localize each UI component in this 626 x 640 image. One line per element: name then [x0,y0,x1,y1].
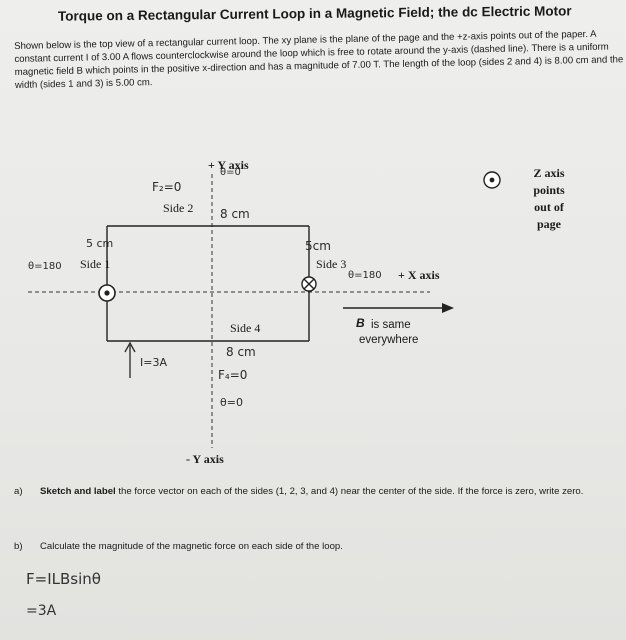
b-symbol: B [356,316,365,330]
hand-len-bottom: 8 cm [226,345,256,359]
hand-theta-right: θ=180 [348,270,382,281]
question-b-text: Calculate the magnitude of the magnetic … [40,541,343,552]
side2-label: Side 2 [163,201,194,215]
y-axis-bottom-label: - Y axis [186,452,224,466]
answer-line2: =3A [26,603,57,619]
hand-theta-bottom: θ=0 [220,396,243,409]
b-field-note-text: is same everywhere [359,319,419,346]
hand-width-left: 5 cm [86,237,114,250]
x-axis-label: + X axis [398,268,440,282]
side4-label: Side 4 [230,321,261,335]
answer-formula: F=ILBsinθ [26,570,101,588]
question-a-text: the force vector on each of the sides (1… [115,486,584,497]
hand-len-top: 8 cm [220,207,250,221]
hand-f4: F₄=0 [218,368,248,382]
question-b-letter: b) [14,541,23,552]
hand-theta-top: θ=0 [220,167,241,178]
question-a-letter: a) [14,486,23,497]
hand-width-right: 5cm [305,239,331,253]
hand-f2: F₂=0 [152,180,182,194]
side3-label: Side 3 [316,257,347,271]
z-axis-note: Z axis points out of page [533,166,565,231]
question-b: b) Calculate the magnitude of the magneti… [14,540,614,554]
y-axis-top-label: + Y axis [208,158,249,172]
hand-current: I=3A [140,356,167,369]
question-a: a) Sketch and label the force vector on e… [14,485,614,499]
hand-theta-left: θ=180 [28,261,62,272]
b-field-note: is same everywhere [359,318,425,348]
side1-label: Side 1 [80,257,111,271]
question-a-bold: Sketch and label [40,486,116,497]
